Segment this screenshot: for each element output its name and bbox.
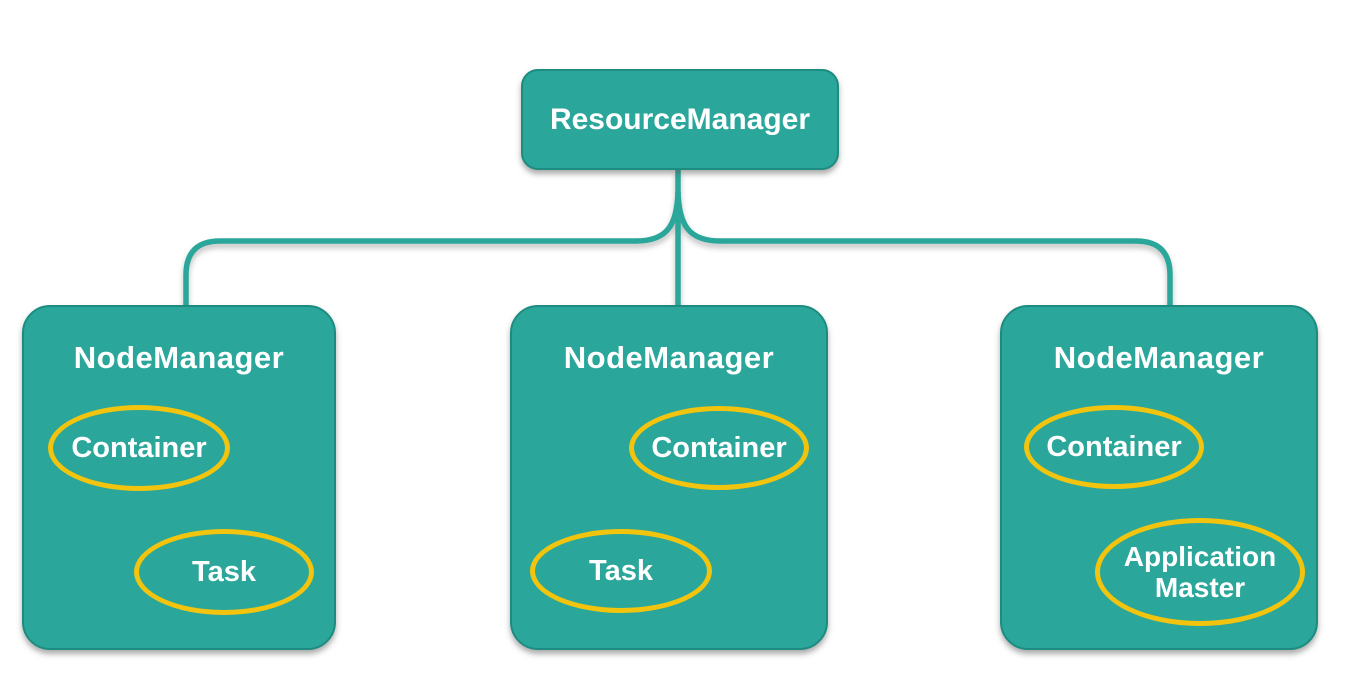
resource-manager-node: ResourceManager xyxy=(521,69,839,170)
connector-right-line xyxy=(675,191,1173,305)
container-ellipse: Container xyxy=(1024,405,1204,489)
container-label: Container xyxy=(1046,430,1182,463)
container-ellipse: Container xyxy=(48,405,230,491)
node-manager-label: NodeManager xyxy=(73,340,285,375)
task-label: Task xyxy=(192,555,256,588)
task-ellipse: Task xyxy=(530,529,712,613)
node-manager-node-3: NodeManager Container Application Master xyxy=(1000,305,1318,650)
node-manager-node-2: NodeManager Container Task xyxy=(510,305,828,650)
container-ellipse: Container xyxy=(629,406,809,490)
node-manager-label: NodeManager xyxy=(563,340,775,375)
task-label: Task xyxy=(589,554,653,587)
container-label: Container xyxy=(71,431,207,464)
connector-left-line xyxy=(183,191,681,305)
task-ellipse: Task xyxy=(134,529,314,615)
node-manager-node-1: NodeManager Container Task xyxy=(22,305,336,650)
container-label: Container xyxy=(651,431,787,464)
node-manager-label: NodeManager xyxy=(1053,340,1265,375)
resource-manager-label: ResourceManager xyxy=(549,102,811,136)
application-master-ellipse: Application Master xyxy=(1095,518,1305,626)
application-master-label: Application Master xyxy=(1123,540,1277,603)
